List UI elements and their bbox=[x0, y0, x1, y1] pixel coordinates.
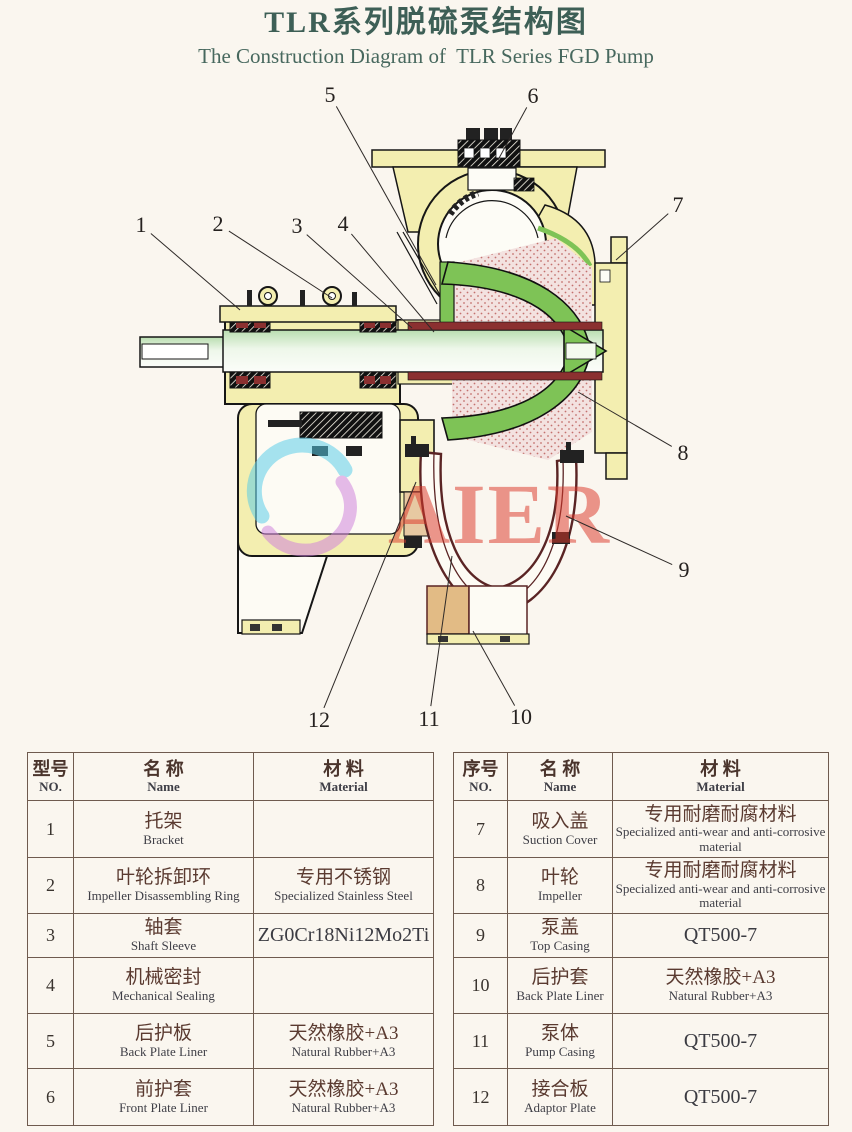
part-no: 5 bbox=[27, 1013, 74, 1069]
part-material: ZG0Cr18Ni12Mo2Ti bbox=[253, 913, 434, 958]
impeller-shape bbox=[440, 261, 608, 441]
part-no: 8 bbox=[453, 857, 508, 914]
part-material: QT500-7 bbox=[612, 1013, 829, 1069]
shaft-sleeve-lower bbox=[407, 371, 603, 381]
part-no: 2 bbox=[27, 857, 74, 914]
pump-cross-section-diagram: AIER bbox=[139, 128, 628, 645]
part-material bbox=[253, 800, 434, 858]
page-title-english: The Construction Diagram of TLR Series F… bbox=[198, 43, 654, 68]
part-no: 10 bbox=[453, 957, 508, 1014]
part-no: 4 bbox=[27, 957, 74, 1014]
pump-shaft bbox=[139, 329, 604, 373]
part-no: 1 bbox=[27, 800, 74, 858]
part-no: 3 bbox=[27, 913, 74, 958]
shaft-sleeve-upper bbox=[407, 321, 603, 331]
part-material: QT500-7 bbox=[612, 913, 829, 958]
title-block: TLR系列脱硫泵结构图 The Construction Diagram of … bbox=[0, 6, 852, 69]
part-no: 6 bbox=[27, 1068, 74, 1126]
part-no: 12 bbox=[453, 1068, 508, 1126]
part-no: 11 bbox=[453, 1013, 508, 1069]
part-material bbox=[253, 957, 434, 1014]
page-title-chinese: TLR系列脱硫泵结构图 bbox=[264, 6, 588, 39]
part-no: 9 bbox=[453, 913, 508, 958]
watermark-swirl-icon bbox=[246, 437, 353, 524]
watermark-text: AIER bbox=[388, 466, 611, 562]
bottom-liner-hub bbox=[426, 585, 530, 645]
part-no: 7 bbox=[453, 800, 508, 858]
part-material: QT500-7 bbox=[612, 1068, 829, 1126]
